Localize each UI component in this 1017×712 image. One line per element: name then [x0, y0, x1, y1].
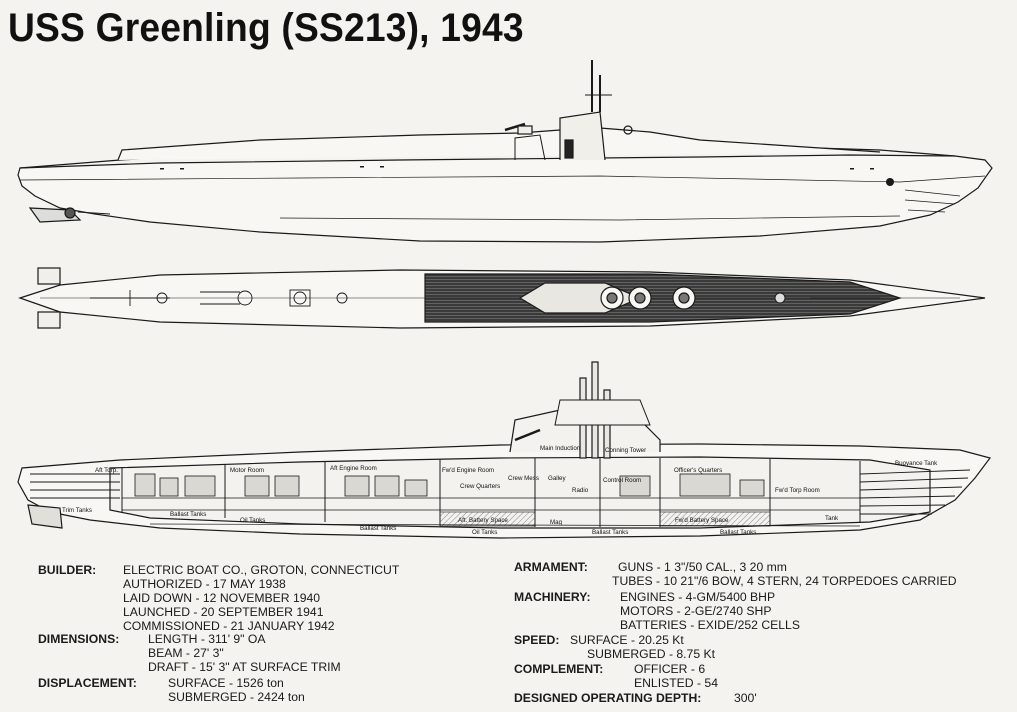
label-buoyance-tank: Buoyance Tank [895, 460, 938, 467]
inboard-profile-view [17, 361, 992, 539]
spec-depth: DESIGNED OPERATING DEPTH: 300' [514, 691, 757, 706]
label-radio: Radio [572, 487, 589, 494]
spec-line: TUBES - 10 21"/6 BOW, 4 STERN, 24 TORPED… [612, 574, 957, 588]
spec-label: COMPLEMENT: [514, 662, 604, 676]
label-crew-quarters: Crew Quarters [460, 483, 500, 490]
label-officers-quarters: Officer's Quarters [674, 467, 722, 474]
label-galley: Galley [548, 475, 566, 482]
spec-dimensions: DIMENSIONS: LENGTH - 311' 9" OA BEAM - 2… [38, 632, 341, 674]
spec-value: SURFACE - 1526 ton [168, 676, 284, 690]
label-fwd-battery-space: Fw'd Battery Space [675, 517, 729, 524]
label-aft-battery-space: Aft. Battery Space [458, 517, 508, 524]
label-tank: Tank [825, 515, 839, 522]
spec-value: 300' [734, 691, 757, 705]
spec-displacement: DISPLACEMENT: SURFACE - 1526 ton SUBMERG… [38, 676, 305, 704]
spec-label: DESIGNED OPERATING DEPTH: [514, 691, 702, 705]
side-profile-view [17, 60, 993, 243]
spec-value: ELECTRIC BOAT CO., GROTON, CONNECTICUT [123, 563, 400, 577]
label-fwd-torp-room: Fw'd Torp Room [775, 487, 820, 494]
spec-builder: BUILDER: ELECTRIC BOAT CO., GROTON, CONN… [38, 563, 399, 633]
spec-line: COMMISSIONED - 21 JANUARY 1942 [123, 619, 335, 633]
spec-value: OFFICER - 6 [634, 662, 706, 676]
label-motor-room: Motor Room [230, 467, 264, 474]
label-aft-engine-room: Aft Engine Room [330, 465, 377, 472]
compartment-labels: Aft Torp. Motor Room Aft Engine Room Fw'… [62, 445, 938, 536]
spec-line: BEAM - 27' 3" [148, 646, 224, 660]
spec-value: LENGTH - 311' 9" OA [148, 632, 266, 646]
spec-label: DIMENSIONS: [38, 632, 120, 646]
label-ballast-tanks-fwd: Ballast Tanks [592, 529, 628, 536]
label-fwd-engine-room: Fw'd Engine Room [442, 467, 494, 474]
spec-value: SURFACE - 20.25 Kt [570, 633, 684, 647]
label-trim-tanks: Trim Tanks [62, 507, 92, 514]
spec-line: SUBMERGED - 8.75 Kt [587, 647, 716, 661]
label-aft-torp: Aft Torp. [95, 467, 118, 474]
spec-line: MOTORS - 2-GE/2740 SHP [620, 604, 772, 618]
spec-complement: COMPLEMENT: OFFICER - 6 ENLISTED - 54 [514, 662, 718, 690]
spec-line: LAID DOWN - 12 NOVEMBER 1940 [123, 591, 321, 605]
spec-label: DISPLACEMENT: [38, 676, 137, 690]
spec-line: AUTHORIZED - 17 MAY 1938 [123, 577, 286, 591]
page-title: USS Greenling (SS213), 1943 [8, 6, 524, 50]
label-oil-tanks-aft: Oil Tanks [240, 517, 265, 524]
label-ballast-tanks-aft: Ballast Tanks [170, 511, 206, 518]
spec-value: GUNS - 1 3"/50 CAL., 3 20 mm [618, 560, 787, 574]
label-mag: Mag [550, 519, 563, 526]
spec-line: SUBMERGED - 2424 ton [168, 690, 305, 704]
spec-value: ENGINES - 4-GM/5400 BHP [620, 590, 776, 604]
spec-label: BUILDER: [38, 563, 97, 577]
spec-speed: SPEED: SURFACE - 20.25 Kt SUBMERGED - 8.… [514, 633, 715, 661]
spec-line: LAUNCHED - 20 SEPTEMBER 1941 [123, 605, 324, 619]
spec-line: BATTERIES - EXIDE/252 CELLS [620, 618, 800, 632]
spec-machinery: MACHINERY: ENGINES - 4-GM/5400 BHP MOTOR… [514, 590, 800, 632]
spec-armament: ARMAMENT: GUNS - 1 3"/50 CAL., 3 20 mm T… [514, 560, 957, 588]
label-conning-tower: Conning Tower [605, 447, 646, 454]
label-control-room: Control Room [603, 477, 641, 484]
label-oil-tanks-fwd: Oil Tanks [472, 529, 497, 536]
label-ballast-tanks-bow: Ballast Tanks [720, 529, 756, 536]
spec-line: ENLISTED - 54 [634, 676, 718, 690]
label-ballast-tanks-mid: Ballast Tanks [360, 525, 396, 532]
label-crew-mess: Crew Mess [508, 475, 539, 482]
spec-label: ARMAMENT: [514, 560, 588, 574]
submarine-drawings: Aft Torp. Motor Room Aft Engine Room Fw'… [17, 60, 993, 539]
spec-label: MACHINERY: [514, 590, 591, 604]
deck-plan-view [18, 267, 986, 329]
spec-label: SPEED: [514, 633, 560, 647]
label-main-induction: Main Induction [540, 445, 581, 452]
spec-line: DRAFT - 15' 3" AT SURFACE TRIM [148, 660, 341, 674]
